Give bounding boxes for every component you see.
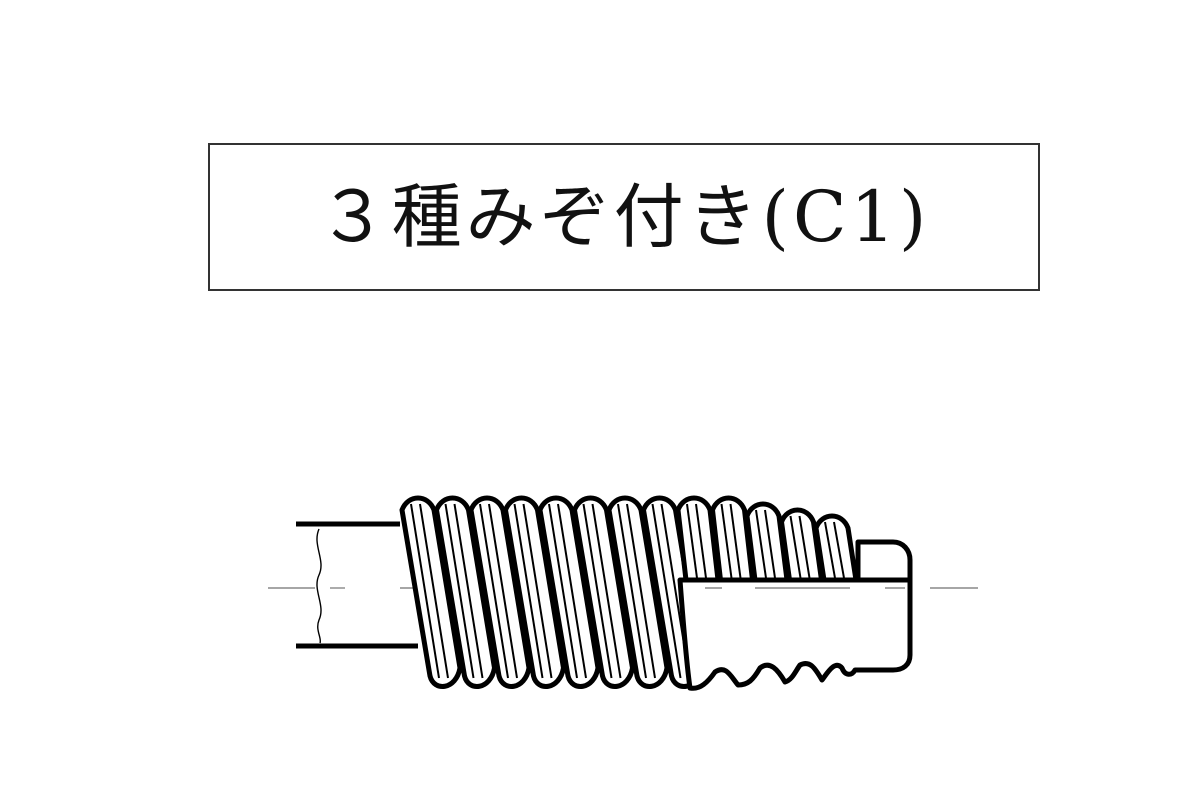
thread-flank-line	[686, 503, 698, 579]
thread-crest	[813, 513, 859, 583]
thread-flank-line	[755, 509, 767, 579]
shank	[296, 521, 418, 649]
thread-crest	[537, 495, 601, 689]
thread-flank-line	[651, 503, 682, 679]
thread-flank-line	[488, 503, 518, 679]
title-label: ３種みぞ付き(C1)	[317, 176, 931, 258]
thread-crest	[399, 495, 463, 689]
thread-flank-line	[444, 503, 475, 679]
thread-flank-line	[695, 503, 707, 579]
thread-crest	[572, 495, 635, 689]
thread-crest	[434, 495, 497, 689]
thread-flank-line	[729, 503, 742, 579]
thread-crest	[710, 495, 755, 583]
thread-crest	[779, 507, 824, 583]
thread-flank-line	[548, 503, 578, 679]
thread-flank-line	[720, 503, 733, 579]
thread-flank-line	[789, 515, 802, 579]
thread-body	[399, 495, 859, 689]
thread-flank-line	[833, 521, 845, 579]
thread-flank-line	[453, 503, 484, 679]
thread-flank-line	[764, 509, 776, 579]
thread-crest	[468, 495, 532, 689]
thread-flank-line	[591, 503, 622, 679]
thread-flank-line	[410, 503, 440, 679]
thread-flank-line	[557, 503, 587, 679]
thread-flank-line	[626, 503, 656, 679]
section-view	[677, 539, 913, 691]
thread-crest	[606, 495, 670, 689]
thread-flank-line	[419, 503, 449, 679]
thread-flank-line	[522, 503, 553, 679]
thread-flank-line	[513, 503, 544, 679]
thread-crest	[503, 495, 566, 689]
title-box: ３種みぞ付き(C1)	[208, 143, 1040, 291]
thread-flank-line	[798, 515, 811, 579]
thread-flank-line	[824, 521, 836, 579]
thread-crest	[744, 501, 790, 583]
thread-flank-line	[582, 503, 613, 679]
thread-flank-line	[479, 503, 509, 679]
thread-flank-line	[617, 503, 647, 679]
